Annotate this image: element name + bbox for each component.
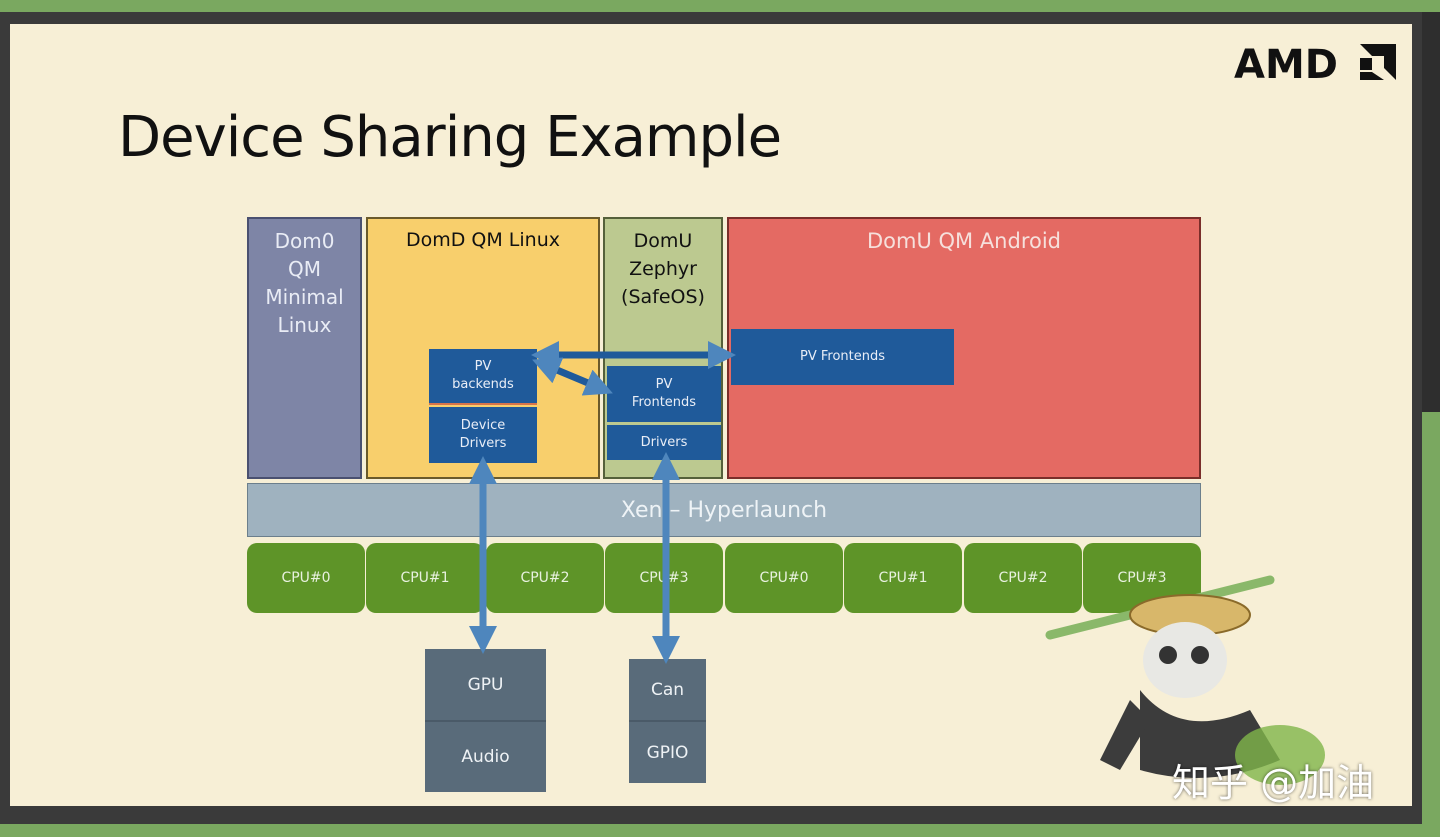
pv-frontends-android-label: PV Frontends [799,349,885,364]
audio-device: Audio [425,722,546,792]
cpu-block: CPU#2 [486,543,604,613]
cpu-block: CPU#0 [725,543,843,613]
gpio-label: GPIO [646,742,689,763]
device-drivers-block: Device Drivers [429,407,537,463]
xen-mascot-image [1045,575,1325,785]
audio-label: Audio [461,747,510,767]
cpu-label: CPU#0 [281,570,331,586]
xen-hyperlaunch-label: Xen – Hyperlaunch [620,497,828,523]
domd-label: DomD QM Linux [405,229,560,251]
watermark: 知乎 @加油 [1172,761,1375,805]
device-divider [425,720,546,722]
can-label: Can [650,680,685,700]
cpu-label: CPU#3 [639,570,689,586]
cpu-label: CPU#2 [998,570,1048,586]
dom0-label: Dom0 QM Minimal Linux [265,229,344,337]
cpu-block: CPU#3 [605,543,723,613]
cpu-block: CPU#1 [366,543,484,613]
domu-zephyr-label: DomU Zephyr (SafeOS) [621,230,705,308]
gpu-label: GPU [467,675,504,695]
device-divider [629,720,706,722]
gpio-device: GPIO [629,722,706,783]
pv-backends-label: PV backends [452,359,514,392]
cpu-label: CPU#3 [1117,570,1167,586]
cpu-label: CPU#2 [520,570,570,586]
dom0-domain: Dom0 QM Minimal Linux [247,217,362,479]
window-edge [1422,12,1440,412]
cpu-block: CPU#0 [247,543,365,613]
cpu-label: CPU#0 [759,570,809,586]
cpu-block: CPU#1 [844,543,962,613]
cpu-block: CPU#2 [964,543,1082,613]
pv-backends-block: PV backends [429,349,537,405]
xen-hyperlaunch-layer: Xen – Hyperlaunch [247,483,1201,537]
drivers-block: Drivers [607,425,721,460]
domu-android-label: DomU QM Android [866,229,1062,253]
amd-logo-text: AMD [1234,42,1338,82]
pv-frontends-zephyr-block: PV Frontends [607,366,721,422]
gpu-device: GPU [425,649,546,721]
drivers-label: Drivers [640,434,688,450]
cpu-label: CPU#1 [400,570,450,586]
amd-logo: AMD [1234,42,1396,82]
cpu-label: CPU#1 [878,570,928,586]
pv-frontends-zephyr-label: PV Frontends [631,377,697,410]
can-device: Can [629,659,706,721]
slide-title: Device Sharing Example [118,105,782,170]
pv-frontends-android-block: PV Frontends [731,329,954,385]
device-drivers-label: Device Drivers [459,418,507,451]
